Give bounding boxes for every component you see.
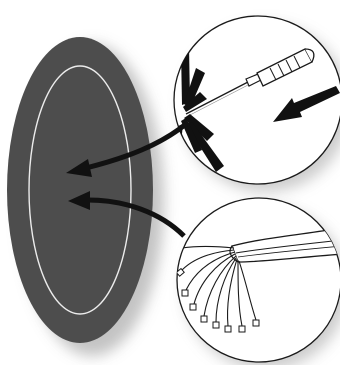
screwdriver-inset: [173, 15, 340, 192]
wire-bundle-inset: [176, 197, 340, 365]
lower-arrow-shaft: [87, 197, 186, 238]
push-direction-arrow-icon: [273, 86, 340, 122]
upper-arrowhead: [66, 159, 92, 177]
arrow-icon: [66, 122, 188, 238]
wire-bundle-icon: [181, 245, 257, 327]
gasket-disc-body: [7, 37, 153, 343]
gasket-disc-rim: [28, 65, 132, 315]
upper-arrow-shaft: [85, 122, 188, 171]
wire-bundle-inset-circle: [176, 197, 340, 363]
screwdriver-icon: [185, 48, 315, 117]
lower-arrowhead: [68, 191, 90, 210]
